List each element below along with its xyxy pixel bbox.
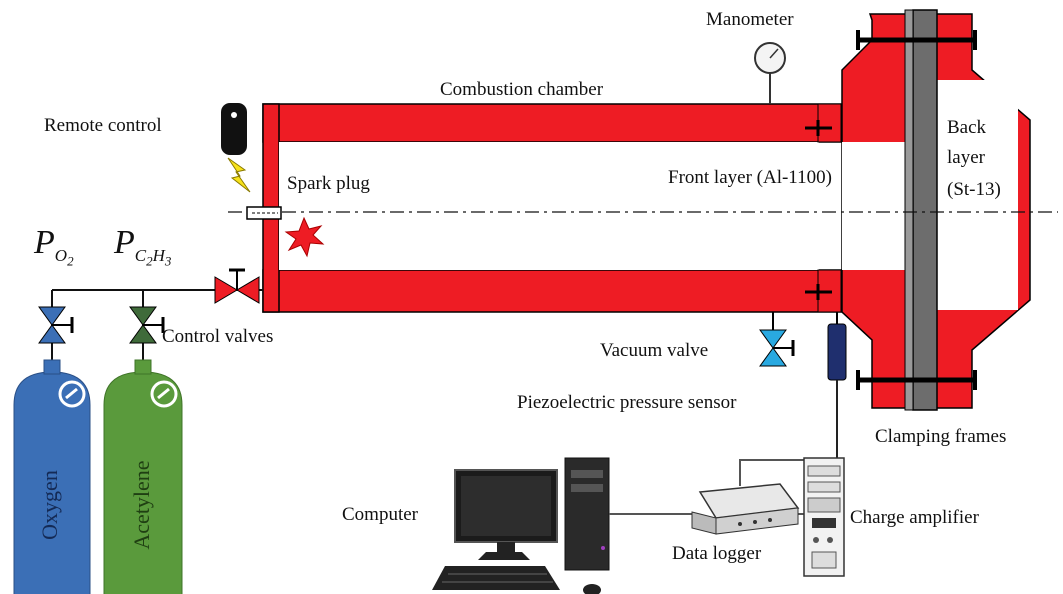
combustion-chamber — [262, 103, 842, 313]
charge-amplifier-icon — [803, 457, 845, 577]
vacuum-valve-label: Vacuum valve — [600, 340, 709, 361]
piezo-sensor-icon — [827, 312, 847, 460]
back-layer-label-line1: Back — [947, 117, 987, 138]
spark-icon — [284, 216, 325, 258]
data-logger-icon — [691, 483, 800, 535]
computer-icon — [432, 457, 610, 594]
clamping-frames-label: Clamping frames — [875, 426, 1007, 447]
combustion-chamber-label: Combustion chamber — [440, 79, 604, 100]
oxygen-control-valve-icon — [38, 306, 74, 344]
oxygen-pressure-label: PO2 — [34, 224, 74, 269]
clamping-frames — [841, 9, 1031, 411]
computer-label: Computer — [342, 504, 418, 525]
acetylene-control-valve-icon — [129, 306, 165, 344]
oxygen-cylinder — [13, 359, 91, 594]
charge-amplifier-label: Charge amplifier — [850, 507, 979, 528]
remote-control-label: Remote control — [44, 115, 162, 136]
spark-plug-icon — [246, 206, 282, 220]
remote-control-icon — [221, 103, 251, 193]
vacuum-valve-icon — [759, 312, 795, 367]
piezo-sensor-label: Piezoelectric pressure sensor — [517, 392, 737, 413]
manometer-icon — [754, 42, 786, 104]
oxygen-cylinder-label: Oxygen — [37, 470, 62, 540]
data-logger-label: Data logger — [672, 543, 762, 564]
front-layer-label: Front layer (Al-1100) — [668, 167, 832, 188]
back-layer-label-line3: (St-13) — [947, 179, 1001, 200]
spark-plug-label: Spark plug — [287, 173, 370, 194]
back-layer-label-line2: layer — [947, 147, 985, 168]
acetylene-cylinder — [103, 359, 183, 594]
main-valve-icon — [214, 268, 260, 304]
acetylene-cylinder-label: Acetylene — [129, 460, 154, 550]
manometer-label: Manometer — [706, 9, 794, 30]
control-valves-label: Control valves — [162, 326, 274, 347]
acetylene-pressure-label: PC2H3 — [114, 224, 172, 269]
